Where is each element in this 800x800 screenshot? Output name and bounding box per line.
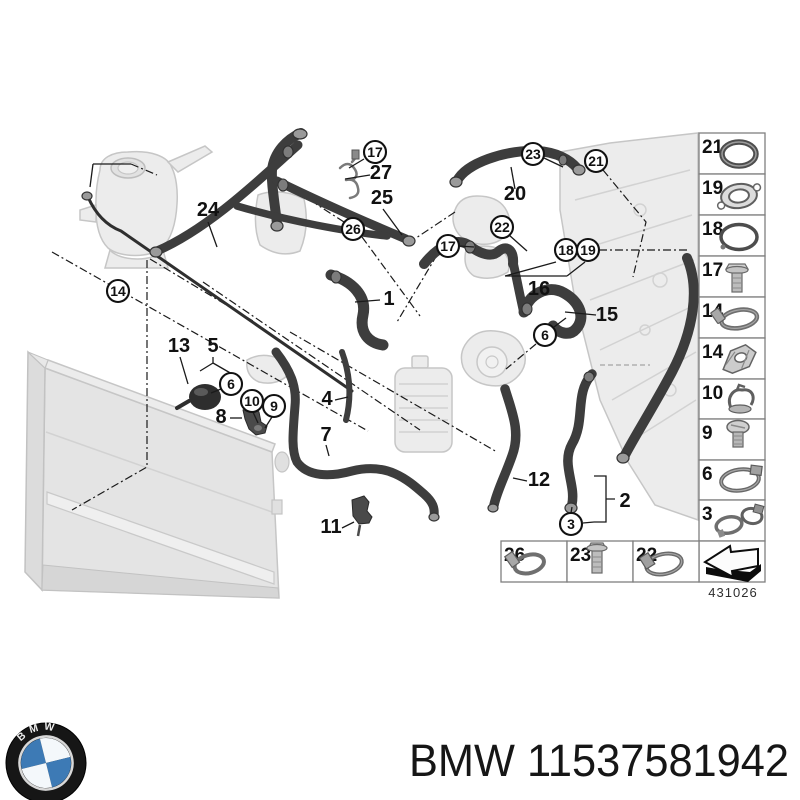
circled-ref: 6 [532,322,558,348]
svg-text:17: 17 [440,238,456,254]
hose-12 [489,384,521,510]
hose-clamp-pair-icon [714,503,765,538]
circled-ref: 6 [218,371,244,397]
part-label: 25 [371,187,393,209]
svg-text:17: 17 [367,144,383,160]
direction-arrow-icon [703,544,761,582]
sidebar-number: 21 [702,137,724,158]
svg-text:23: 23 [525,146,541,162]
circled-ref: 19 [575,237,601,263]
expanding-rivet-icon [726,419,750,448]
hose-25 [272,176,411,244]
clip-part-27 [338,149,360,200]
bmw-logo: BMW [5,716,87,800]
svg-text:3: 3 [567,516,575,532]
leader-lines [89,157,615,529]
sidebar-number: 19 [702,178,723,199]
svg-text:21: 21 [588,153,604,169]
part-label: 12 [528,469,550,491]
hose-1 [325,269,389,351]
hose-7 [271,347,439,521]
svg-text:19: 19 [580,242,596,258]
legend-row: 26 23 22 [500,540,700,583]
bracket-part-11 [351,495,373,537]
part-label: 16 [528,278,550,300]
circled-ref: 17 [435,233,461,259]
circled-ref: 9 [261,393,287,419]
plain-labels: 24 27 25 20 16 15 13 5 8 4 7 11 12 2 1 [168,162,631,538]
hose-15 [518,284,587,339]
hose-fittings [149,128,630,522]
svg-text:26: 26 [345,221,361,237]
hose-20 [452,145,582,186]
sidebar-number: 10 [702,383,723,404]
sidebar-parts-table: 21 19 18 17 14 14 10 9 6 3 [698,132,766,583]
sidebar-number: 14 [702,342,724,363]
radiator-ghost [24,350,290,599]
part-label: 2 [619,490,630,512]
hose-4 [339,349,353,423]
hose-2 [563,369,597,509]
part-label: 1 [383,288,394,310]
circled-ref: 23 [520,141,546,167]
part-label: 5 [207,335,218,357]
reference-lines [51,163,689,511]
part-label: 8 [215,406,226,428]
circled-ref: 21 [583,148,609,174]
circled-ref: 22 [489,214,515,240]
svg-text:14: 14 [110,283,126,299]
sidebar-number: 18 [702,219,723,240]
sidebar-number: 6 [702,464,713,485]
hose-clamp-icon [638,551,684,577]
o-ring-large-icon [719,222,759,252]
hose-clamp-icon [503,550,546,576]
circled-ref: 18 [553,237,579,263]
hose-right [620,253,699,460]
svg-text:22: 22 [494,219,510,235]
sidebar-number: 9 [702,423,713,444]
hose-24 [152,140,303,256]
svg-text:10: 10 [244,393,260,409]
sidebar-number: 3 [702,504,713,525]
circled-ref: 14 [105,278,131,304]
svg-text:18: 18 [558,242,574,258]
part-label: 11 [320,516,341,538]
svg-text:9: 9 [270,398,278,414]
hose-26-bundle [233,202,391,240]
circled-ref: 17 [362,139,388,165]
svg-text:6: 6 [541,327,549,343]
hose-16-lower [508,257,528,314]
part-label: 7 [320,424,331,446]
metal-pipe-13 [81,191,354,393]
drawing-number: 431026 [708,585,757,600]
part-label: 15 [596,304,618,326]
sidebar-number: 17 [702,260,723,281]
hex-bolt-icon [724,263,750,293]
hose-clamp-icon [710,307,760,331]
part-label: 20 [504,183,526,205]
hose-clamp-band-icon [719,464,763,493]
hoses [152,128,699,521]
part-label: 13 [168,335,190,357]
grommet-part-5 [175,384,221,410]
circled-ref: 3 [558,511,584,537]
spring-clip-icon [727,383,755,414]
holder-clip-icon [722,343,757,374]
circled-ref: 26 [340,216,366,242]
circled-labels: 17 26 23 21 22 17 18 19 14 6 10 9 6 3 [105,139,609,537]
part-label: 24 [197,199,220,221]
circled-ref: 10 [239,388,265,414]
logo-quadrant-blue [46,756,71,788]
logo-quadrant-blue [21,738,46,770]
part-label: 4 [321,388,333,410]
part-number-caption: BMW 11537581942 [409,735,789,786]
legend-number: 23 [570,545,591,566]
o-ring-seal-icon [719,139,759,169]
hex-bolt-icon [586,542,608,574]
part-label: 27 [370,162,392,184]
flange-gasket-icon [716,182,762,210]
svg-text:6: 6 [227,376,235,392]
